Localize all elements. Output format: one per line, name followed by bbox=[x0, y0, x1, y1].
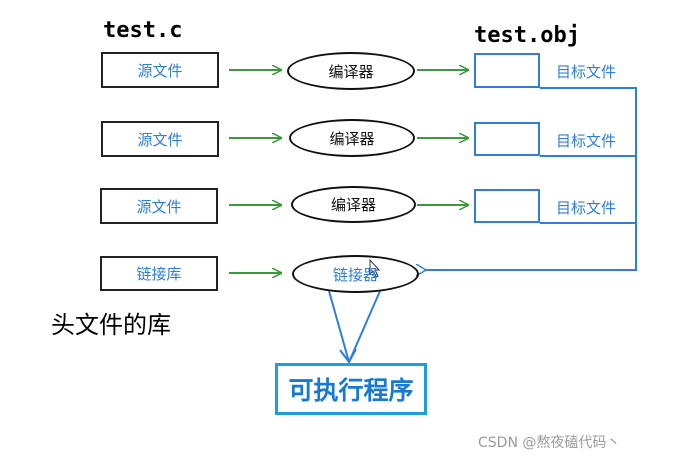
watermark: CSDN @熬夜磕代码丶 bbox=[478, 435, 621, 451]
object-file-name: test.obj bbox=[474, 23, 580, 48]
source-file-box-2: 源文件 bbox=[101, 121, 219, 157]
object-file-label-1: 目标文件 bbox=[556, 63, 617, 81]
compiler-node-2: 编译器 bbox=[289, 119, 415, 157]
source-file-box-3: 源文件 bbox=[100, 188, 218, 224]
compiler-node-1: 编译器 bbox=[287, 52, 415, 90]
linker-node: 链接器 bbox=[292, 255, 419, 293]
object-collector-line bbox=[426, 87, 637, 270]
object-file-label-3: 目标文件 bbox=[556, 199, 617, 217]
headers-library-label: 头文件的库 bbox=[51, 311, 171, 339]
object-file-box-2 bbox=[474, 122, 540, 156]
source-file-name: test.c bbox=[103, 18, 183, 43]
compiler-node-3: 编译器 bbox=[291, 186, 416, 223]
executable-box: 可执行程序 bbox=[275, 363, 427, 415]
object-file-label-2: 目标文件 bbox=[556, 132, 617, 150]
object-file-box-3 bbox=[474, 189, 540, 223]
object-file-box-1 bbox=[474, 53, 540, 88]
library-box: 链接库 bbox=[100, 256, 218, 291]
source-file-box-1: 源文件 bbox=[101, 52, 219, 88]
